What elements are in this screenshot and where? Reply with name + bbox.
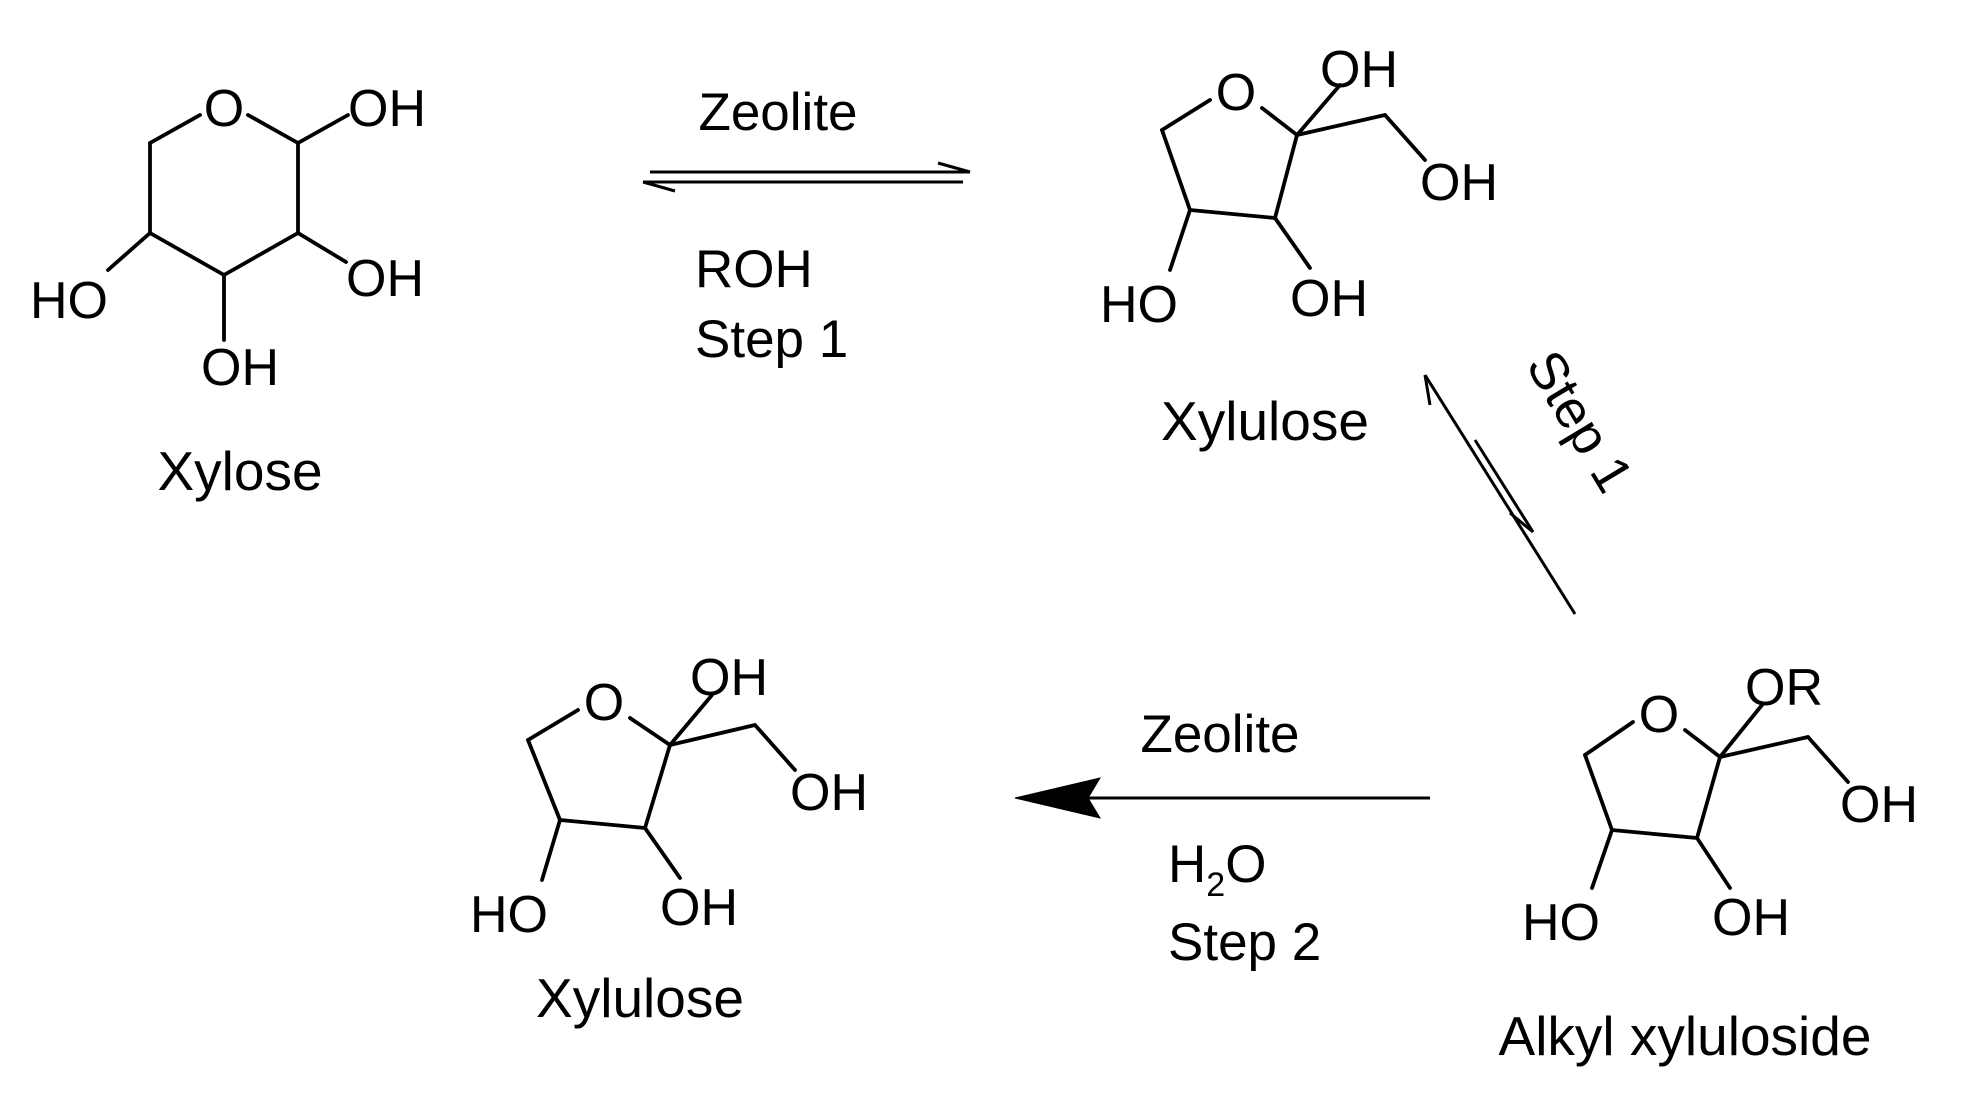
xylulose-top-bonds <box>1160 83 1427 272</box>
xylulose-bottom-ring-oxygen: O <box>584 674 624 732</box>
xylulose-bottom-anomeric-hydroxyl: OH <box>690 649 768 707</box>
xylose-c3-hydroxyl: OH <box>201 339 279 397</box>
bottom-reaction-arrow <box>1014 777 1430 819</box>
xylulose-bottom-c4-hydroxyl: HO <box>470 886 548 944</box>
alkyl-xyluloside-c4-hydroxyl: HO <box>1522 894 1600 952</box>
xylulose-bottom-structure: O OH OH OH HO Xylulose <box>470 649 868 1029</box>
alkyl-xyluloside-structure: O OR OH OH HO Alkyl xyluloside <box>1499 659 1918 1067</box>
alkyl-xyluloside-ch2-hydroxyl: OH <box>1840 776 1918 834</box>
alkyl-xyluloside-bonds <box>1583 703 1850 890</box>
xylulose-top-anomeric-hydroxyl: OH <box>1320 41 1398 99</box>
xylose-label: Xylose <box>157 440 322 502</box>
bottom-arrow-reagent: H2O <box>1168 835 1266 904</box>
top-equilibrium-arrow <box>642 161 971 193</box>
xylulose-top-label: Xylulose <box>1161 390 1369 452</box>
xylulose-bottom-bonds <box>526 693 797 882</box>
top-arrow-step: Step 1 <box>695 310 848 369</box>
diagonal-equilibrium-arrow <box>1423 374 1577 615</box>
xylulose-top-ring-oxygen: O <box>1216 64 1256 122</box>
xylulose-top-c3-hydroxyl: OH <box>1290 270 1368 328</box>
xylulose-bottom-ch2-hydroxyl: OH <box>790 764 868 822</box>
alkyl-xyluloside-alkoxy-group: OR <box>1745 659 1823 717</box>
alkyl-xyluloside-ring-oxygen: O <box>1639 686 1679 744</box>
bottom-arrow-reagent-h: H <box>1168 835 1206 894</box>
bottom-arrow-reagent-o: O <box>1225 835 1266 894</box>
xylulose-top-ch2-hydroxyl: OH <box>1420 154 1498 212</box>
xylulose-top-structure: O OH OH OH HO Xylulose <box>1100 41 1498 452</box>
xylose-c2-hydroxyl: OH <box>346 250 424 308</box>
bottom-arrow-step: Step 2 <box>1168 913 1321 972</box>
xylulose-top-c4-hydroxyl: HO <box>1100 276 1178 334</box>
bottom-arrow-reagent-subscript: 2 <box>1206 866 1225 904</box>
top-arrow-reagent: ROH <box>695 240 813 299</box>
xylulose-bottom-c3-hydroxyl: OH <box>660 879 738 937</box>
xylose-c4-hydroxyl: HO <box>30 272 108 330</box>
bottom-arrow-catalyst: Zeolite <box>1140 705 1299 764</box>
xylose-ring-oxygen: O <box>204 80 244 138</box>
top-arrow-catalyst: Zeolite <box>698 83 857 142</box>
xylose-anomeric-hydroxyl: OH <box>348 80 426 138</box>
xylulose-bottom-label: Xylulose <box>536 967 744 1029</box>
xylose-bonds <box>106 113 350 342</box>
alkyl-xyluloside-label: Alkyl xyluloside <box>1499 1005 1872 1067</box>
xylose-structure: O OH OH OH HO Xylose <box>30 80 426 502</box>
alkyl-xyluloside-c3-hydroxyl: OH <box>1712 889 1790 947</box>
diagonal-arrow-step: Step 1 <box>1515 341 1644 503</box>
